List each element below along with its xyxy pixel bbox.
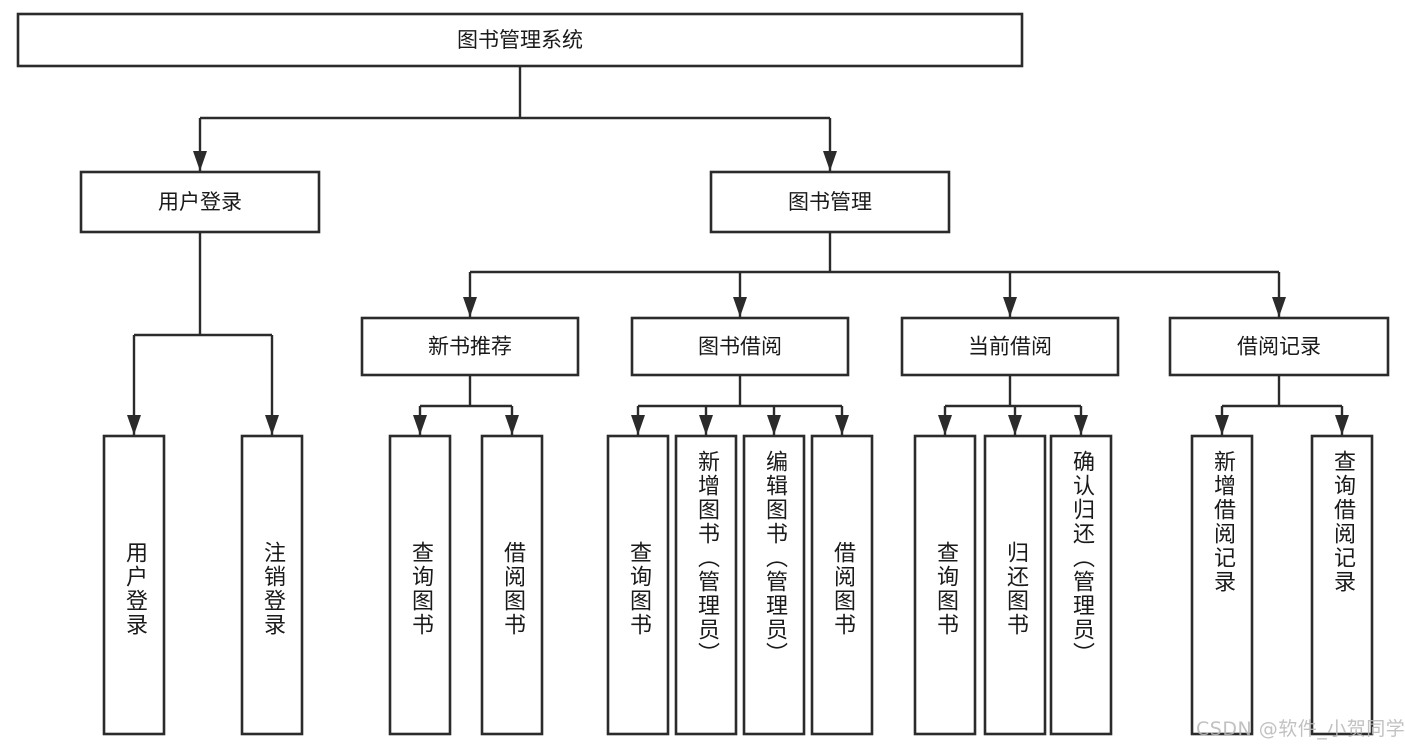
arrow-head-l3-0 — [463, 297, 477, 317]
node-box-leaf-9[interactable] — [983, 434, 1047, 736]
node-box-layer — [16, 12, 1390, 736]
arrow-head-leaf-11 — [1215, 415, 1229, 435]
node-label-level3-2: 当前借阅 — [968, 335, 1052, 359]
arrow-head-leaf-10 — [1074, 415, 1088, 435]
watermark-text: CSDN @软件_小贺同学 — [1196, 718, 1405, 740]
arrow-head-leaf-12 — [1335, 415, 1349, 435]
node-box-leaf-1[interactable] — [240, 434, 304, 736]
node-box-leaf-2[interactable] — [388, 434, 452, 736]
arrow-head-leaf-0 — [127, 415, 141, 435]
arrow-head-l3-3 — [1272, 297, 1286, 317]
node-box-level3-1[interactable] — [630, 316, 850, 377]
node-box-level3-2[interactable] — [900, 316, 1120, 377]
arrow-head-leaf-1 — [265, 415, 279, 435]
node-box-leaf-3[interactable] — [480, 434, 544, 736]
arrow-head-leaf-3 — [505, 415, 519, 435]
node-box-leaf-0[interactable] — [102, 434, 166, 736]
node-label-level2-0: 用户登录 — [158, 190, 242, 214]
arrow-head-leaf-4 — [631, 415, 645, 435]
node-box-leaf-12[interactable] — [1310, 434, 1374, 736]
arrow-head-leaf-8 — [938, 415, 952, 435]
node-box-leaf-7[interactable] — [810, 434, 874, 736]
node-box-root-0[interactable] — [16, 12, 1024, 68]
node-box-level2-0[interactable] — [79, 170, 321, 234]
arrow-head-leaf-7 — [835, 415, 849, 435]
arrow-head-l2-0 — [193, 151, 207, 171]
node-box-level3-0[interactable] — [360, 316, 580, 377]
arrow-head-leaf-5 — [699, 415, 713, 435]
node-label-level3-3: 借阅记录 — [1237, 335, 1321, 359]
node-box-leaf-4[interactable] — [606, 434, 670, 736]
node-box-leaf-11[interactable] — [1190, 434, 1254, 736]
node-box-level2-1[interactable] — [709, 170, 951, 234]
arrow-head-leaf-6 — [767, 415, 781, 435]
node-label-level3-0: 新书推荐 — [428, 335, 512, 359]
node-box-leaf-10[interactable] — [1049, 434, 1113, 736]
node-box-leaf-5[interactable] — [674, 434, 738, 736]
node-box-level3-3[interactable] — [1168, 316, 1390, 377]
node-label-level3-1: 图书借阅 — [698, 335, 782, 359]
node-label-level2-1: 图书管理 — [788, 190, 872, 214]
arrow-head-l2-1 — [823, 151, 837, 171]
arrow-head-leaf-9 — [1008, 415, 1022, 435]
node-box-leaf-6[interactable] — [742, 434, 806, 736]
arrow-head-leaf-2 — [413, 415, 427, 435]
node-box-leaf-8[interactable] — [913, 434, 977, 736]
arrow-head-l3-2 — [1003, 297, 1017, 317]
node-label-root-0: 图书管理系统 — [457, 28, 583, 52]
arrow-head-l3-1 — [733, 297, 747, 317]
connector-layer — [127, 66, 1349, 435]
